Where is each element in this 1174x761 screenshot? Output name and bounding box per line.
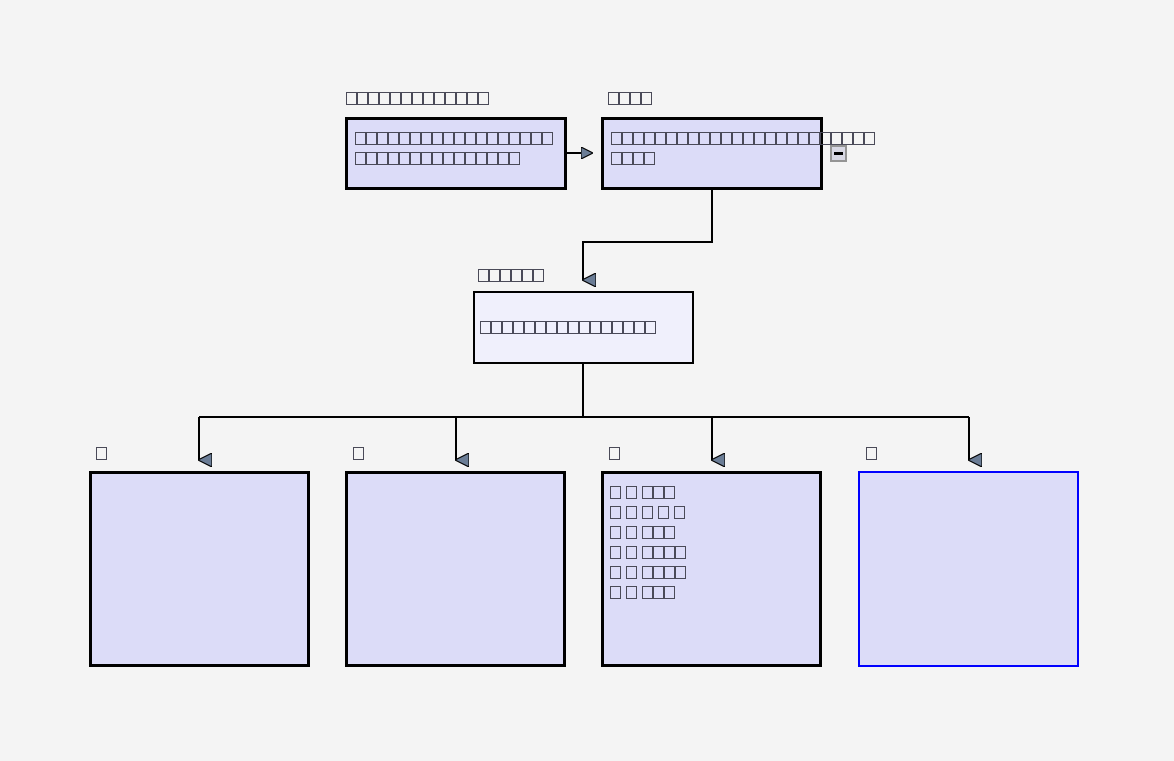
node-leaf-3[interactable] [601, 471, 822, 667]
node-target-line-1 [611, 129, 875, 148]
node-leaf-2[interactable] [345, 471, 566, 667]
node-leaf-1[interactable] [89, 471, 310, 667]
node-leaf-2-caption [353, 445, 364, 462]
collapse-button[interactable] [830, 145, 847, 162]
node-leaf-3-line-3 [610, 523, 675, 543]
node-leaf-3-line-5 [610, 563, 686, 583]
node-leaf-3-line-4 [610, 543, 686, 563]
node-middle-caption [478, 267, 544, 284]
node-middle-line-1 [480, 318, 656, 337]
node-leaf-4[interactable] [858, 471, 1079, 667]
edge-target-to-middle[interactable] [582, 190, 713, 280]
node-source-caption [346, 90, 489, 107]
node-leaf-3-caption [609, 445, 620, 462]
node-leaf-3-line-6 [610, 583, 675, 603]
node-target-line-2 [611, 149, 655, 168]
minus-icon [834, 152, 843, 155]
node-target[interactable] [601, 117, 875, 190]
node-middle[interactable] [473, 291, 694, 364]
node-source-line-1 [355, 129, 553, 148]
node-leaf-1-caption [96, 445, 107, 462]
node-leaf-3-line-2 [610, 503, 685, 523]
edge-fanout-stem [199, 364, 969, 418]
node-source-line-2 [355, 149, 520, 168]
node-leaf-4-caption [866, 445, 877, 462]
node-target-caption [608, 90, 652, 107]
node-source[interactable] [345, 117, 567, 190]
node-leaf-3-line-1 [610, 483, 675, 503]
